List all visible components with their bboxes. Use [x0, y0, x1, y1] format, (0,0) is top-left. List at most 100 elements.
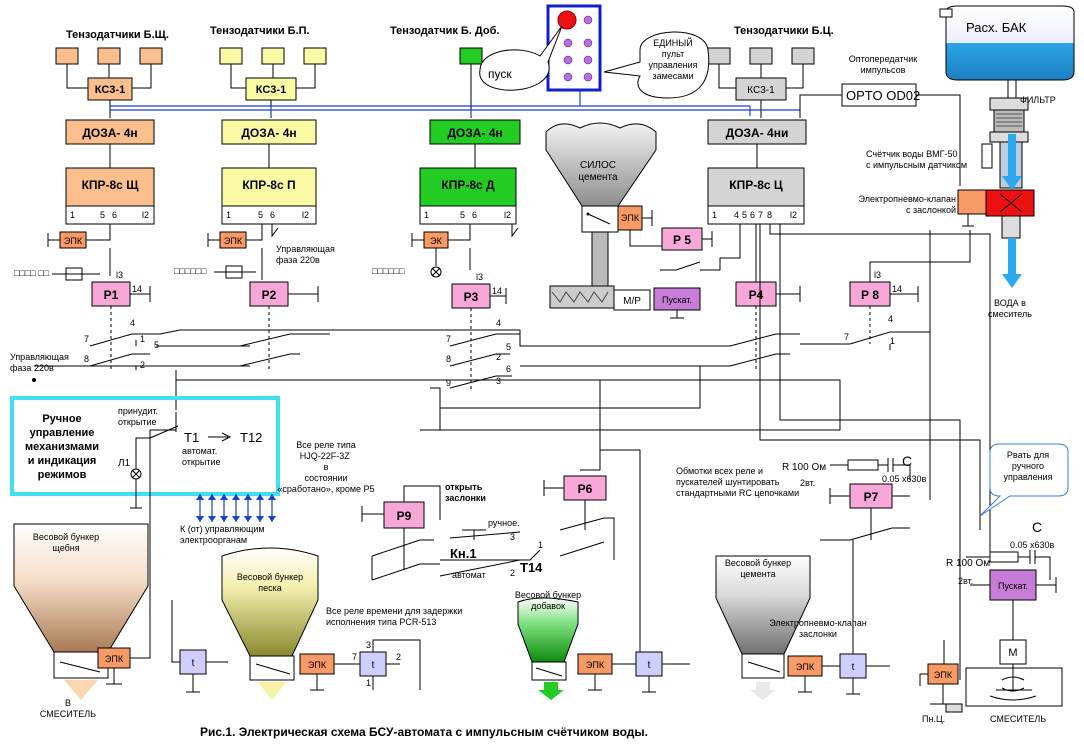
schetchik-label: Счётчик воды ВМГ-50 с импульсным датчико…: [866, 149, 967, 170]
bak-label: Расх. БАК: [966, 20, 1027, 35]
mr-label: М/Р: [623, 296, 641, 307]
timer-dob-label: t: [648, 660, 651, 671]
doza-c-box: [707, 119, 807, 145]
svg-text:7: 7: [84, 334, 89, 344]
relay-r4: [735, 281, 777, 307]
svg-text:7: 7: [352, 652, 357, 662]
relay-r7-label: Р7: [864, 490, 879, 504]
svg-text:8: 8: [84, 354, 89, 364]
svg-text:14: 14: [492, 286, 502, 296]
doza-d-box: [429, 119, 521, 145]
cement-silo: [545, 122, 657, 309]
opto-box-label: OPTO OD02: [846, 88, 920, 103]
svg-text:l3: l3: [476, 272, 483, 282]
ks-p-label: КС3-1: [256, 84, 286, 96]
water-valve: [957, 189, 1035, 239]
relay-r6: [563, 475, 607, 501]
svg-text:8: 8: [767, 210, 772, 220]
bunker-sch: [13, 523, 149, 700]
svg-text:l2: l2: [790, 210, 797, 220]
t12-label: Т12: [240, 430, 262, 445]
bunker-c: [715, 555, 811, 700]
cap-2: 0.05 х630в: [1010, 540, 1055, 550]
epk-bunker-c-label: ЭПК: [796, 662, 815, 672]
svg-text:4: 4: [130, 318, 135, 328]
figure-caption: Рис.1. Электрическая схема БСУ-автомата …: [200, 725, 648, 739]
timer-p2-label: t: [372, 660, 375, 671]
svg-text:1: 1: [366, 678, 371, 688]
svg-text:8: 8: [446, 354, 451, 364]
puskat-mixer: [989, 569, 1037, 601]
rc2-resistor: [989, 551, 1019, 563]
timer-p2: [359, 651, 387, 677]
pusk-label: пуск: [488, 67, 512, 81]
timer-p1-label: t: [192, 658, 195, 669]
relay-r1-label: Р1: [104, 288, 119, 302]
rvat-callout: [979, 443, 1069, 517]
relay-r2-label: Р2: [262, 288, 277, 302]
mixer-m-label: М: [1008, 647, 1017, 659]
r-100-1: R 100 Ом: [782, 462, 826, 473]
svg-text:6: 6: [506, 364, 511, 374]
epk-bunker-dob-label: ЭПК: [586, 660, 605, 670]
svg-text:1: 1: [226, 210, 231, 220]
d-ind-icons: □□□□□□: [372, 266, 405, 276]
epk-mixer-label: ЭПК: [934, 670, 953, 680]
wiring-main: [175, 224, 991, 680]
ks-sch-label: КС3-1: [95, 84, 125, 96]
svg-text:5: 5: [506, 342, 511, 352]
pusk-button[interactable]: [557, 10, 577, 30]
svg-text:3: 3: [496, 376, 501, 386]
c-1: С: [902, 453, 912, 469]
pult-callout: [603, 31, 710, 99]
relay-r6-label: Р6: [578, 482, 593, 496]
doza-sch-label: ДОЗА- 4н: [82, 126, 137, 140]
svg-text:2: 2: [140, 360, 145, 370]
kpr-p-label: КПР-8с П: [242, 178, 295, 192]
water-out-arrow: [1002, 238, 1022, 288]
svg-text:l2: l2: [302, 210, 309, 220]
svg-text:1: 1: [424, 210, 429, 220]
avtomat-otkr-label: автомат.открытие: [182, 446, 221, 467]
smesitel-label: СМЕСИТЕЛЬ: [990, 714, 1046, 724]
cap-1: 0.05 х630в: [882, 474, 927, 484]
svg-text:7: 7: [758, 210, 763, 220]
svg-text:2: 2: [496, 352, 501, 362]
svg-text:l3: l3: [116, 270, 123, 280]
epk-silo-label: ЭПК: [621, 213, 640, 223]
bunker-p: [221, 547, 319, 700]
pn-c-label: Пн.Ц.: [922, 714, 945, 724]
doza-sch-box: [65, 119, 155, 145]
svg-text:4: 4: [496, 318, 501, 328]
epk-bunker-sch-label: ЭПК: [105, 654, 124, 664]
tenzo-c-label: Тензодатчики Б.Ц.: [734, 25, 834, 37]
svg-text:6: 6: [472, 210, 477, 220]
control-bus: [110, 88, 800, 116]
svg-text:14: 14: [892, 284, 902, 294]
puskat-mixer-label: Пускат.: [998, 581, 1028, 591]
svg-text:3: 3: [510, 532, 515, 542]
svg-text:l2: l2: [504, 210, 511, 220]
rc1-resistor: [847, 459, 879, 471]
epk-p-label: ЭПК: [224, 236, 243, 246]
svg-text:6: 6: [112, 210, 117, 220]
relay-r4-label: Р4: [749, 288, 764, 302]
contacts-r4: [430, 306, 800, 409]
pult-buttons[interactable]: [563, 15, 593, 82]
